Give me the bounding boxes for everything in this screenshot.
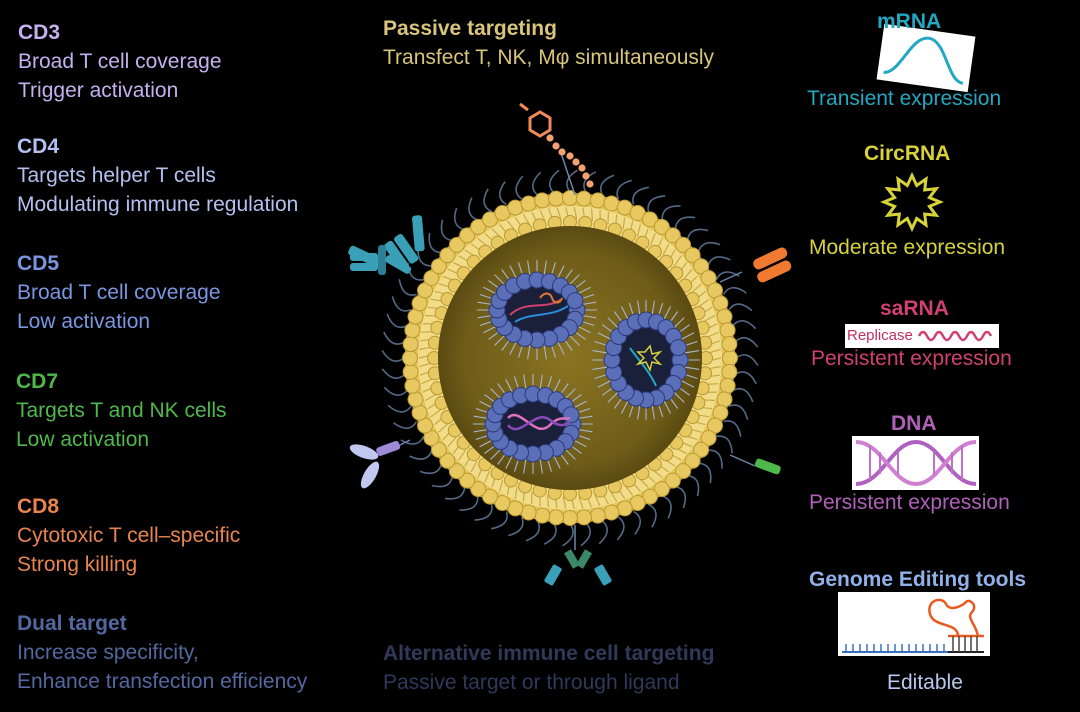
alternative-targeting-title: Alternative immune cell targeting xyxy=(383,642,715,665)
mrna-card xyxy=(876,23,976,93)
bispecific-antibody-icon xyxy=(544,525,612,586)
dual-target-title: Dual target xyxy=(17,612,127,635)
cd5-line-1: Broad T cell coverage xyxy=(17,281,221,304)
passive-targeting-subtitle: Transfect T, NK, Mφ simultaneously xyxy=(383,46,715,69)
crispr-icon xyxy=(842,598,984,653)
genome-editing-title: Genome Editing tools xyxy=(809,568,1027,591)
cd7-line-2: Low activation xyxy=(16,428,150,451)
cd3-line-2: Trigger activation xyxy=(18,79,179,102)
sarna-wave-icon xyxy=(917,330,993,342)
dual-target-line-2: Enhance transfection efficiency xyxy=(17,670,308,693)
cd3-block: CD3 Broad T cell coverage Trigger activa… xyxy=(18,18,222,105)
cd7-block: CD7 Targets T and NK cells Low activatio… xyxy=(16,367,227,454)
cd8-line-2: Strong killing xyxy=(17,553,138,576)
dual-target-block: Dual target Increase specificity, Enhanc… xyxy=(17,609,307,696)
genome-editing-caption: Editable xyxy=(887,671,963,694)
cd4-title: CD4 xyxy=(17,135,60,158)
cd7-line-1: Targets T and NK cells xyxy=(16,399,227,422)
cd5-block: CD5 Broad T cell coverage Low activation xyxy=(17,249,221,336)
cd7-title: CD7 xyxy=(16,370,59,393)
sarna-title: saRNA xyxy=(880,297,949,320)
passive-targeting-title: Passive targeting xyxy=(383,17,557,40)
ligand-chain-icon xyxy=(519,102,594,196)
alternative-targeting-subtitle: Passive target or through ligand xyxy=(383,671,680,694)
antibody-lavender-icon xyxy=(349,439,411,489)
cd5-title: CD5 xyxy=(17,252,60,275)
circrna-title: CircRNA xyxy=(864,142,951,165)
cd4-line-1: Targets helper T cells xyxy=(17,164,216,187)
antibody-teal-2-icon xyxy=(350,245,412,275)
dna-helix-icon xyxy=(855,439,977,487)
passive-targeting-block: Passive targeting Transfect T, NK, Mφ si… xyxy=(383,14,714,72)
dual-target-line-1: Increase specificity, xyxy=(17,641,199,664)
sarna-card: Replicase xyxy=(845,324,999,348)
cd8-line-1: Cytotoxic T cell–specific xyxy=(17,524,241,547)
circrna-star-icon xyxy=(880,171,944,233)
mrna-wave-icon xyxy=(883,36,964,85)
nanobody-orange-icon xyxy=(719,247,792,283)
cd3-title: CD3 xyxy=(18,21,61,44)
dna-caption: Persistent expression xyxy=(809,491,1010,514)
cd8-block: CD8 Cytotoxic T cell–specific Strong kil… xyxy=(17,492,240,579)
alternative-targeting-block: Alternative immune cell targeting Passiv… xyxy=(383,639,714,697)
mrna-caption: Transient expression xyxy=(807,87,1002,110)
circrna-caption: Moderate expression xyxy=(809,236,1006,259)
cd4-block: CD4 Targets helper T cells Modulating im… xyxy=(17,132,298,219)
dna-title: DNA xyxy=(891,412,937,435)
micelle-cargo xyxy=(507,292,663,431)
cd4-line-2: Modulating immune regulation xyxy=(17,193,299,216)
sarna-replicase-label: Replicase xyxy=(847,327,913,344)
ligand-green-icon xyxy=(729,454,781,475)
dna-card xyxy=(852,436,979,490)
sarna-caption: Persistent expression xyxy=(811,347,1012,370)
genome-editing-card xyxy=(838,592,990,656)
cd5-line-2: Low activation xyxy=(17,310,151,333)
cd8-title: CD8 xyxy=(17,495,60,518)
cd3-line-1: Broad T cell coverage xyxy=(18,50,222,73)
inner-micelles xyxy=(473,260,700,474)
mrna-title: mRNA xyxy=(877,10,942,33)
